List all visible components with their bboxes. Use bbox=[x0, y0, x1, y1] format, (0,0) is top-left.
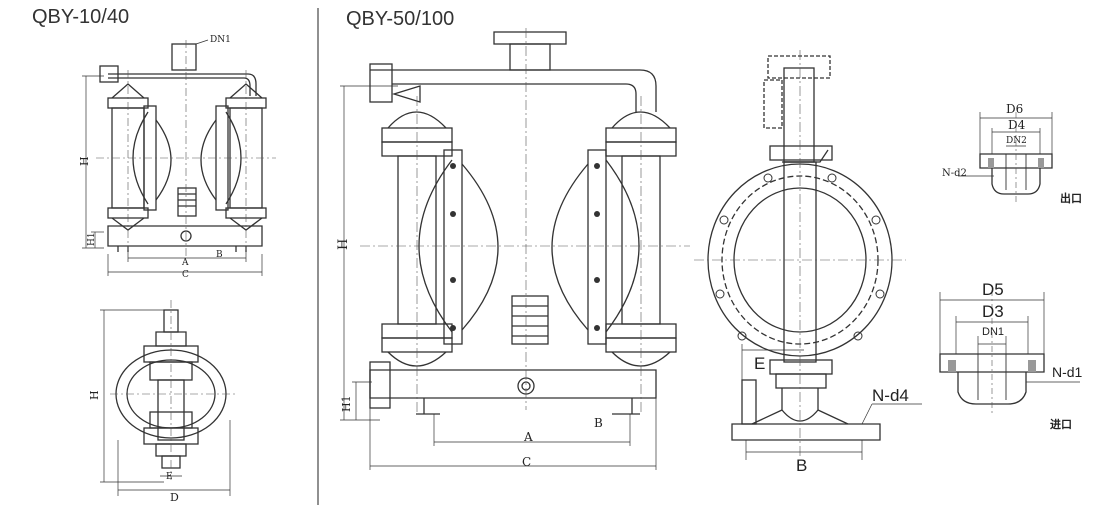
large-side-b-label: B bbox=[796, 456, 808, 475]
outlet-dn2-label: DN2 bbox=[1006, 136, 1027, 146]
large-model-title: QBY-50/100 bbox=[346, 8, 455, 30]
small-a-label: A bbox=[182, 258, 189, 268]
small-pump-side-view bbox=[100, 300, 236, 496]
outlet-nd2-label: N-d2 bbox=[942, 168, 967, 179]
outlet-d4-label: D4 bbox=[1008, 118, 1026, 132]
small-b-label: B bbox=[216, 250, 223, 260]
large-a-label: A bbox=[524, 430, 533, 444]
small-side-h-label: H bbox=[88, 390, 101, 400]
small-h-label: H bbox=[78, 156, 91, 166]
inlet-d5-label: D5 bbox=[982, 280, 1004, 299]
small-c-label: C bbox=[182, 270, 189, 280]
outlet-caption: 出口 bbox=[1060, 193, 1082, 205]
outlet-d6-label: D6 bbox=[1006, 102, 1024, 116]
inlet-caption: 进口 bbox=[1050, 419, 1072, 431]
small-model-title: QBY-10/40 bbox=[32, 6, 130, 28]
large-c-label: C bbox=[522, 455, 532, 469]
large-side-e-label: E bbox=[754, 354, 766, 373]
small-side-d-label: D bbox=[170, 491, 179, 504]
large-h1-label: H1 bbox=[340, 395, 353, 412]
inlet-flange-drawing bbox=[939, 290, 1080, 414]
small-pump-front-view bbox=[82, 39, 276, 276]
inlet-dn1-label: DN1 bbox=[982, 326, 1005, 338]
inlet-d3-label: D3 bbox=[982, 302, 1004, 321]
large-pump-front-view bbox=[340, 28, 690, 470]
outlet-flange-drawing bbox=[958, 112, 1053, 202]
large-h-label: H bbox=[336, 238, 351, 250]
large-pump-side-view bbox=[694, 50, 922, 460]
small-dn1-label: DN1 bbox=[210, 35, 231, 45]
small-h1-label: H1 bbox=[87, 232, 97, 246]
large-b-label: B bbox=[594, 416, 603, 430]
large-side-nd4-label: N-d4 bbox=[872, 386, 909, 405]
inlet-nd1-label: N-d1 bbox=[1052, 364, 1083, 380]
small-side-e-label: E bbox=[166, 472, 173, 482]
